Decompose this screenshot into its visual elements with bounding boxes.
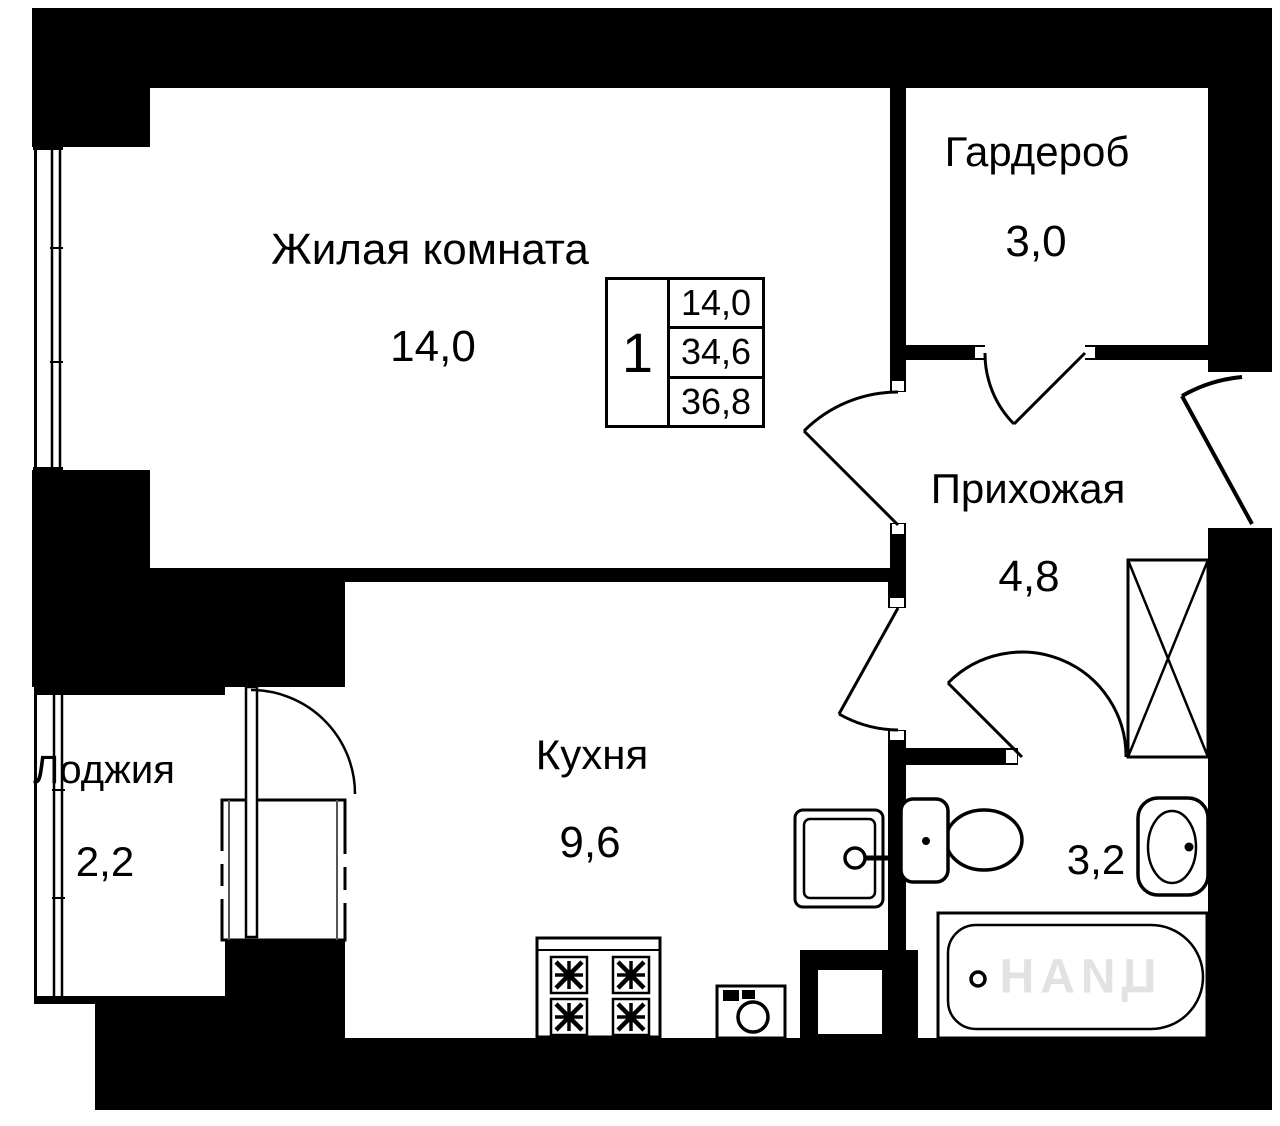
stove-icon (535, 936, 662, 1039)
wall-living-kitchen (150, 568, 906, 582)
wall-living-hall-upper (890, 345, 906, 392)
washing-machine-icon (715, 984, 787, 1040)
legend-living-area: 14,0 (680, 282, 752, 324)
hallway-label: Прихожая (930, 465, 1126, 512)
legend-area-without-balcony: 34,6 (670, 326, 762, 375)
walls (32, 8, 1272, 1110)
wall-left-block (32, 570, 345, 687)
wall-right-lower (1208, 528, 1272, 1110)
living-room-label: Жилая комната (271, 225, 589, 274)
bathroom-area: 3,2 (1066, 836, 1126, 883)
living-room-area: 14,0 (390, 322, 476, 371)
wall-top (32, 8, 1272, 88)
bathtub-icon (936, 911, 1209, 1040)
hallway-area: 4,8 (998, 552, 1060, 601)
wall-wardrobe-floor-left (906, 345, 985, 360)
kitchen-area: 9,6 (559, 818, 621, 867)
loggia-area: 2,2 (75, 838, 135, 885)
wall-living-wardrobe (890, 88, 906, 345)
washbasin-icon (1136, 796, 1210, 897)
wall-living-hall-lower (890, 523, 906, 568)
balcony-window-icon (219, 798, 348, 942)
kitchen-door-icon (837, 607, 900, 732)
wall-top-left-column (32, 88, 150, 147)
legend-table: 1 14,0 34,6 36,8 (605, 277, 765, 428)
balcony-door-icon (244, 685, 357, 939)
living-room-door-icon (802, 390, 900, 527)
vent-shaft-hole (818, 970, 882, 1034)
legend-areas-column: 14,0 34,6 36,8 (670, 280, 762, 425)
entrance-door-icon (1180, 375, 1254, 525)
legend-flat-number: 1 (608, 280, 670, 425)
kitchen-sink-icon (793, 808, 890, 909)
wall-wardrobe-floor-right (1085, 345, 1208, 360)
bathroom-door-icon (946, 650, 1128, 759)
wardrobe-door-icon (983, 351, 1087, 426)
wall-loggia-top (34, 687, 225, 695)
wall-loggia-bottom (34, 996, 225, 1004)
wardrobe-area: 3,0 (1005, 217, 1067, 266)
kitchen-label: Кухня (535, 731, 649, 778)
watermark: ЦИАН (993, 950, 1157, 1004)
wall-right-upper (1208, 8, 1272, 372)
legend-total-area: 36,8 (670, 375, 762, 425)
loggia-glazing-icon (34, 687, 65, 1003)
wall-bathroom-top (906, 748, 1018, 765)
living-room-window-icon (33, 147, 63, 470)
toilet-icon (899, 797, 1024, 884)
wall-bottom-left-block (95, 1003, 345, 1110)
loggia-label: Лоджия (33, 748, 175, 792)
wardrobe-label: Гардероб (944, 128, 1130, 175)
hall-closet-icon (1126, 558, 1210, 759)
wall-kitchen-bathroom (888, 730, 906, 955)
wall-left-mid (32, 470, 150, 570)
wall-bottom (345, 1038, 1272, 1110)
door-jamb-notches (818, 347, 1095, 1034)
